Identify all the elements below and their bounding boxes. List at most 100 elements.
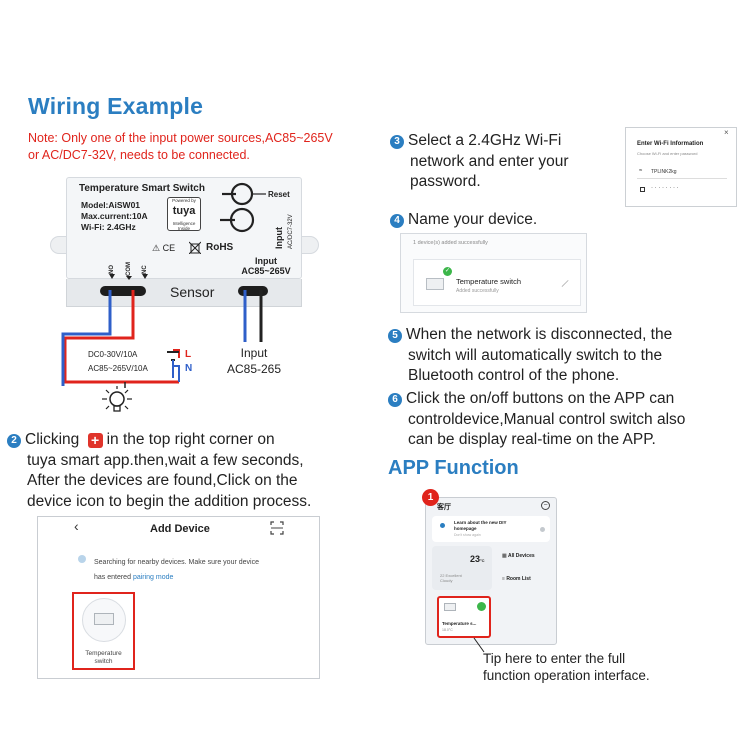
app-banner-line2: homepage (454, 525, 477, 531)
app-function-title: APP Function (388, 457, 519, 479)
devices-added-header: 1 device(s) added successfully (413, 240, 488, 246)
app-banner[interactable] (432, 516, 550, 542)
reset-label: Reset (268, 190, 290, 199)
app-temp-value: 23 (470, 554, 481, 564)
step-3-number: 3 (390, 135, 404, 149)
added-device-status: Added successfully (456, 288, 499, 294)
terminal-no-label: NO (109, 265, 115, 274)
add-device-title: Add Device (150, 523, 210, 535)
app-temp-unit: °C (480, 558, 485, 563)
load-rating-dc: DC0-30V/10A (88, 350, 138, 359)
step-6-line1: Click the on/off buttons on the APP can (406, 390, 675, 407)
circuit-input-label: Input AC85-265 (224, 345, 284, 377)
app-all-devices-label: All Devices (507, 553, 535, 559)
step-4-number: 4 (390, 214, 404, 228)
lock-icon (640, 187, 645, 192)
searching-spinner-icon (78, 555, 86, 563)
input-dc-value: AC/DC7-32V (288, 214, 294, 249)
device-title: Temperature Smart Switch (79, 183, 205, 194)
terminal-com-label: COM (126, 262, 132, 276)
app-all-devices[interactable]: ▦ All Devices (502, 553, 535, 559)
step-5-line2: switch will automatically switch to the (408, 346, 663, 364)
app-banner-close-icon[interactable] (540, 527, 545, 532)
device-current: Max.current:10A (81, 211, 148, 221)
app-tip: Tip here to enter the full function oper… (483, 650, 650, 684)
success-check-icon: ✓ (443, 267, 452, 276)
app-banner-text: Learn about the new DIY homepage (454, 520, 507, 531)
step-2-b: in the top right corner on (106, 431, 275, 448)
app-room-list[interactable]: ≡ Room List (502, 576, 531, 582)
app-banner-pin-icon (440, 523, 445, 528)
step-3-line2: network and enter your (410, 152, 569, 170)
wifi-icon: ≈ (639, 168, 643, 174)
step-2-line2: tuya smart app.then,wait a few seconds, (27, 451, 304, 469)
step-4-text: 4 Name your device. (390, 210, 537, 231)
power-terminal-block (238, 286, 268, 296)
input-ac-line2: AC85~265V (241, 266, 291, 276)
input-ac-label: Input AC85~265V (240, 256, 292, 276)
app-banner-sub[interactable]: Don't show again (454, 533, 481, 537)
wiring-note: Note: Only one of the input power source… (28, 130, 378, 164)
app-minus-icon[interactable]: − (541, 501, 550, 510)
step-6-line3: can be display real-time on the APP. (408, 431, 656, 448)
tuya-intelligence: Intelligence Inside (172, 221, 196, 231)
wiring-title: Wiring Example (28, 93, 204, 119)
terminal-nc-label: NC (142, 265, 148, 274)
device-wifi: Wi-Fi: 2.4GHz (81, 222, 136, 232)
tuya-badge (167, 197, 201, 231)
device-model: Model:AiSW01 (81, 200, 141, 210)
step-6-line2: controldevice,Manual control switch also (408, 410, 686, 428)
step-2-line3: After the devices are found,Click on the (27, 472, 298, 489)
circuit-input-line1: Input (240, 346, 268, 360)
terminal-labels: NO COM NC (109, 262, 148, 280)
app-step-marker: 1 (422, 489, 439, 506)
input-dc-vertical-label: Input AC/DC7-32V (274, 214, 294, 249)
app-temperature: 23°C (470, 554, 485, 564)
tuya-logo: tuya (172, 205, 196, 217)
device-mount-ear-right (301, 236, 319, 254)
wifi-ssid[interactable]: TPLINK2kg (651, 169, 677, 175)
app-home-name: 客厅 (437, 504, 451, 511)
step-4-line1: Name your device. (408, 211, 538, 228)
app-power-icon[interactable] (477, 602, 486, 611)
wifi-divider (637, 178, 727, 179)
searching-line1: Searching for nearby devices. Make sure … (94, 559, 259, 566)
step-3-line3: password. (410, 173, 481, 190)
step-2-a: Clicking (25, 431, 80, 448)
live-label: L (185, 349, 192, 360)
wifi-close-icon[interactable]: × (724, 128, 729, 137)
app-tip-line2: function operation interface. (483, 668, 650, 683)
found-device-name: Temperature switch (72, 650, 135, 666)
wifi-info-screen (625, 127, 737, 207)
light-bulb-icon (102, 386, 132, 412)
step-3-line1: Select a 2.4GHz Wi-Fi (408, 132, 562, 149)
added-device-icon (426, 278, 444, 290)
add-plus-icon: + (87, 433, 103, 448)
wifi-password-field[interactable]: · · · · · · · · (651, 185, 679, 191)
app-device-tile[interactable] (437, 596, 491, 638)
step-3-text: 3 Select a 2.4GHz Wi-Fi network and enter… (390, 131, 569, 193)
app-banner-line1: Learn about the new DIY (454, 520, 507, 525)
sensor-label: Sensor (170, 284, 215, 300)
relay-terminal-block (100, 286, 146, 296)
grid-icon: ▦ (502, 553, 507, 559)
tuya-powered-by: Powered by (172, 198, 196, 203)
back-chevron-icon[interactable]: ‹ (74, 518, 79, 534)
app-tip-line1: Tip here to enter the full (483, 651, 626, 666)
added-device-name: Temperature switch (456, 277, 522, 286)
device-mount-ear-left (50, 236, 68, 254)
wiring-note-line1: Note: Only one of the input power source… (28, 131, 333, 145)
wifi-card-subtitle: Choose Wi-Fi and enter password (637, 151, 698, 156)
weee-bin-icon (189, 241, 201, 254)
reset-button-icon (220, 182, 266, 233)
list-icon: ≡ (502, 576, 505, 582)
app-device-sub: 18.0°C (442, 628, 453, 632)
app-weather-text: 22 Excellent Cloudy (440, 573, 462, 583)
input-dc-title: Input (274, 227, 284, 249)
scan-icon[interactable] (270, 521, 284, 535)
app-device-name: Temperature s... (442, 621, 477, 626)
pairing-mode-link[interactable]: pairing mode (132, 574, 174, 581)
